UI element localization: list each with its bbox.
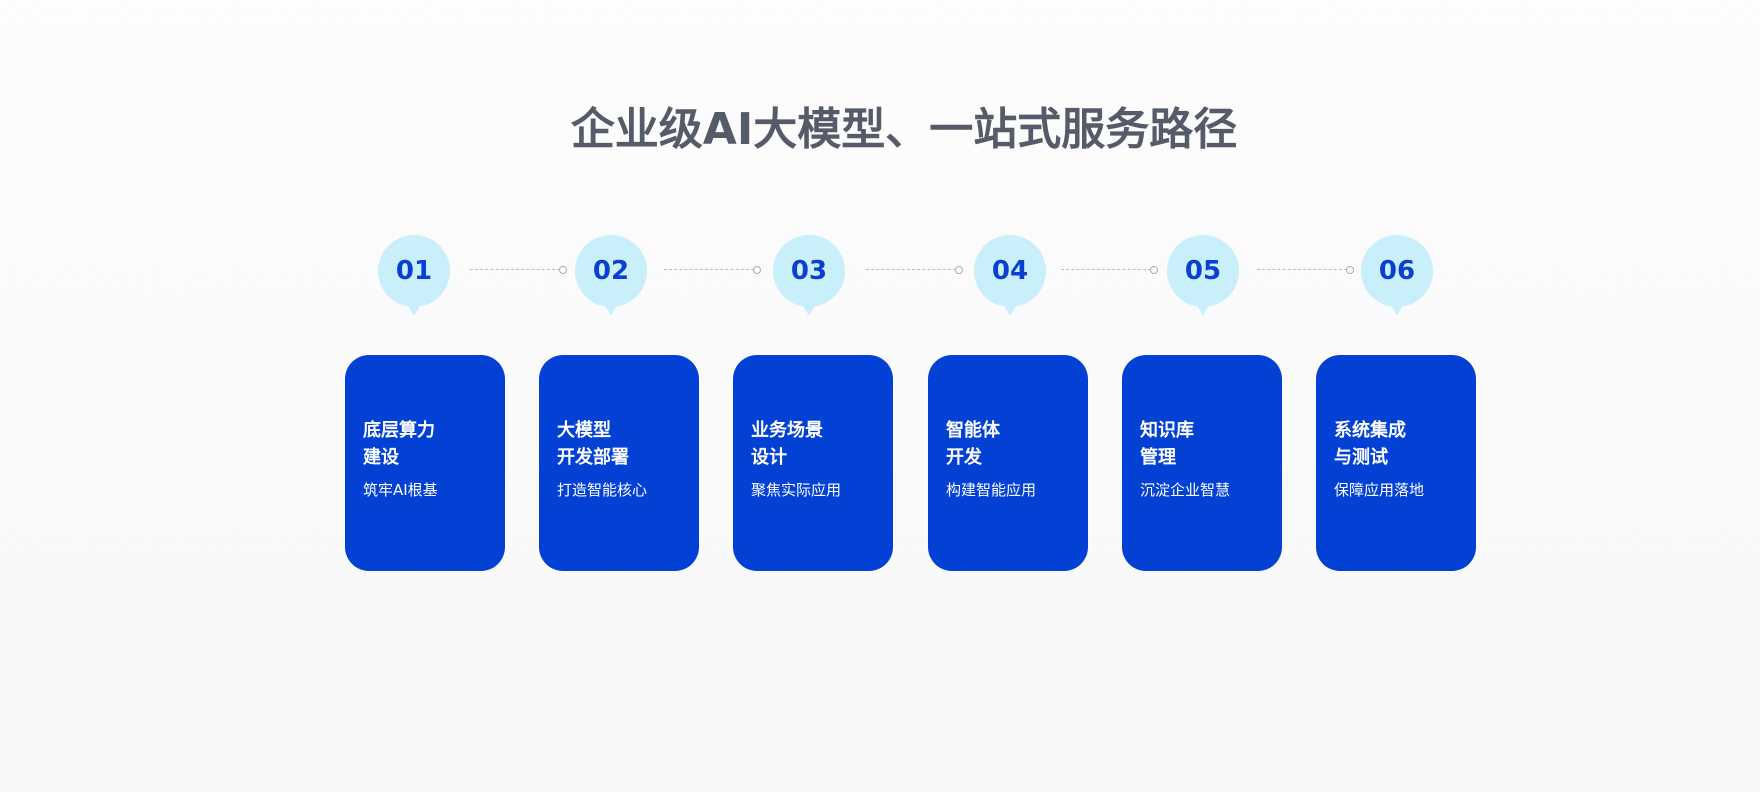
step-badge-6: 06 (1361, 235, 1433, 316)
page-title: 企业级AI大模型、一站式服务路径 (570, 104, 1238, 155)
step-badge-3: 03 (773, 235, 845, 316)
connector-1-2 (470, 266, 567, 274)
step-title: 系统集成 与测试 (1334, 420, 1406, 468)
step-card-5: 知识库 管理 沉淀企业智慧 (1122, 355, 1282, 571)
connector-dot (559, 266, 567, 274)
step-badge-1: 01 (378, 235, 450, 316)
connector-2-3 (664, 266, 761, 274)
connector-3-4 (866, 266, 963, 274)
step-card-1: 底层算力 建设 筑牢AI根基 (345, 355, 505, 571)
step-card-3: 业务场景 设计 聚焦实际应用 (733, 355, 893, 571)
step-subtitle: 构建智能应用 (946, 481, 1037, 499)
connector-dot (1346, 266, 1354, 274)
connector-dot (955, 266, 963, 274)
step-badge-5: 05 (1167, 235, 1239, 316)
step-badge-2: 02 (575, 235, 647, 316)
step-card-6: 系统集成 与测试 保障应用落地 (1316, 355, 1476, 571)
step-card-2: 大模型 开发部署 打造智能核心 (539, 355, 699, 571)
step-number: 02 (592, 256, 630, 286)
step-number: 06 (1378, 256, 1416, 286)
connector-dot (1150, 266, 1158, 274)
step-subtitle: 保障应用落地 (1334, 481, 1425, 499)
step-subtitle: 沉淀企业智慧 (1140, 481, 1231, 499)
connector-dot (753, 266, 761, 274)
step-subtitle: 打造智能核心 (557, 481, 648, 499)
step-title: 知识库 管理 (1140, 420, 1194, 468)
step-badge-4: 04 (974, 235, 1046, 316)
step-title: 底层算力 建设 (363, 420, 435, 468)
connector-4-5 (1061, 266, 1158, 274)
step-number: 05 (1184, 256, 1222, 286)
step-title: 智能体 开发 (946, 420, 1000, 468)
step-number: 01 (395, 256, 433, 286)
step-title: 业务场景 设计 (751, 420, 823, 468)
step-number: 04 (991, 256, 1029, 286)
step-card-4: 智能体 开发 构建智能应用 (928, 355, 1088, 571)
step-title: 大模型 开发部署 (557, 420, 629, 468)
step-number: 03 (790, 256, 828, 286)
step-subtitle: 筑牢AI根基 (363, 481, 438, 499)
step-subtitle: 聚焦实际应用 (751, 481, 842, 499)
connector-5-6 (1257, 266, 1354, 274)
